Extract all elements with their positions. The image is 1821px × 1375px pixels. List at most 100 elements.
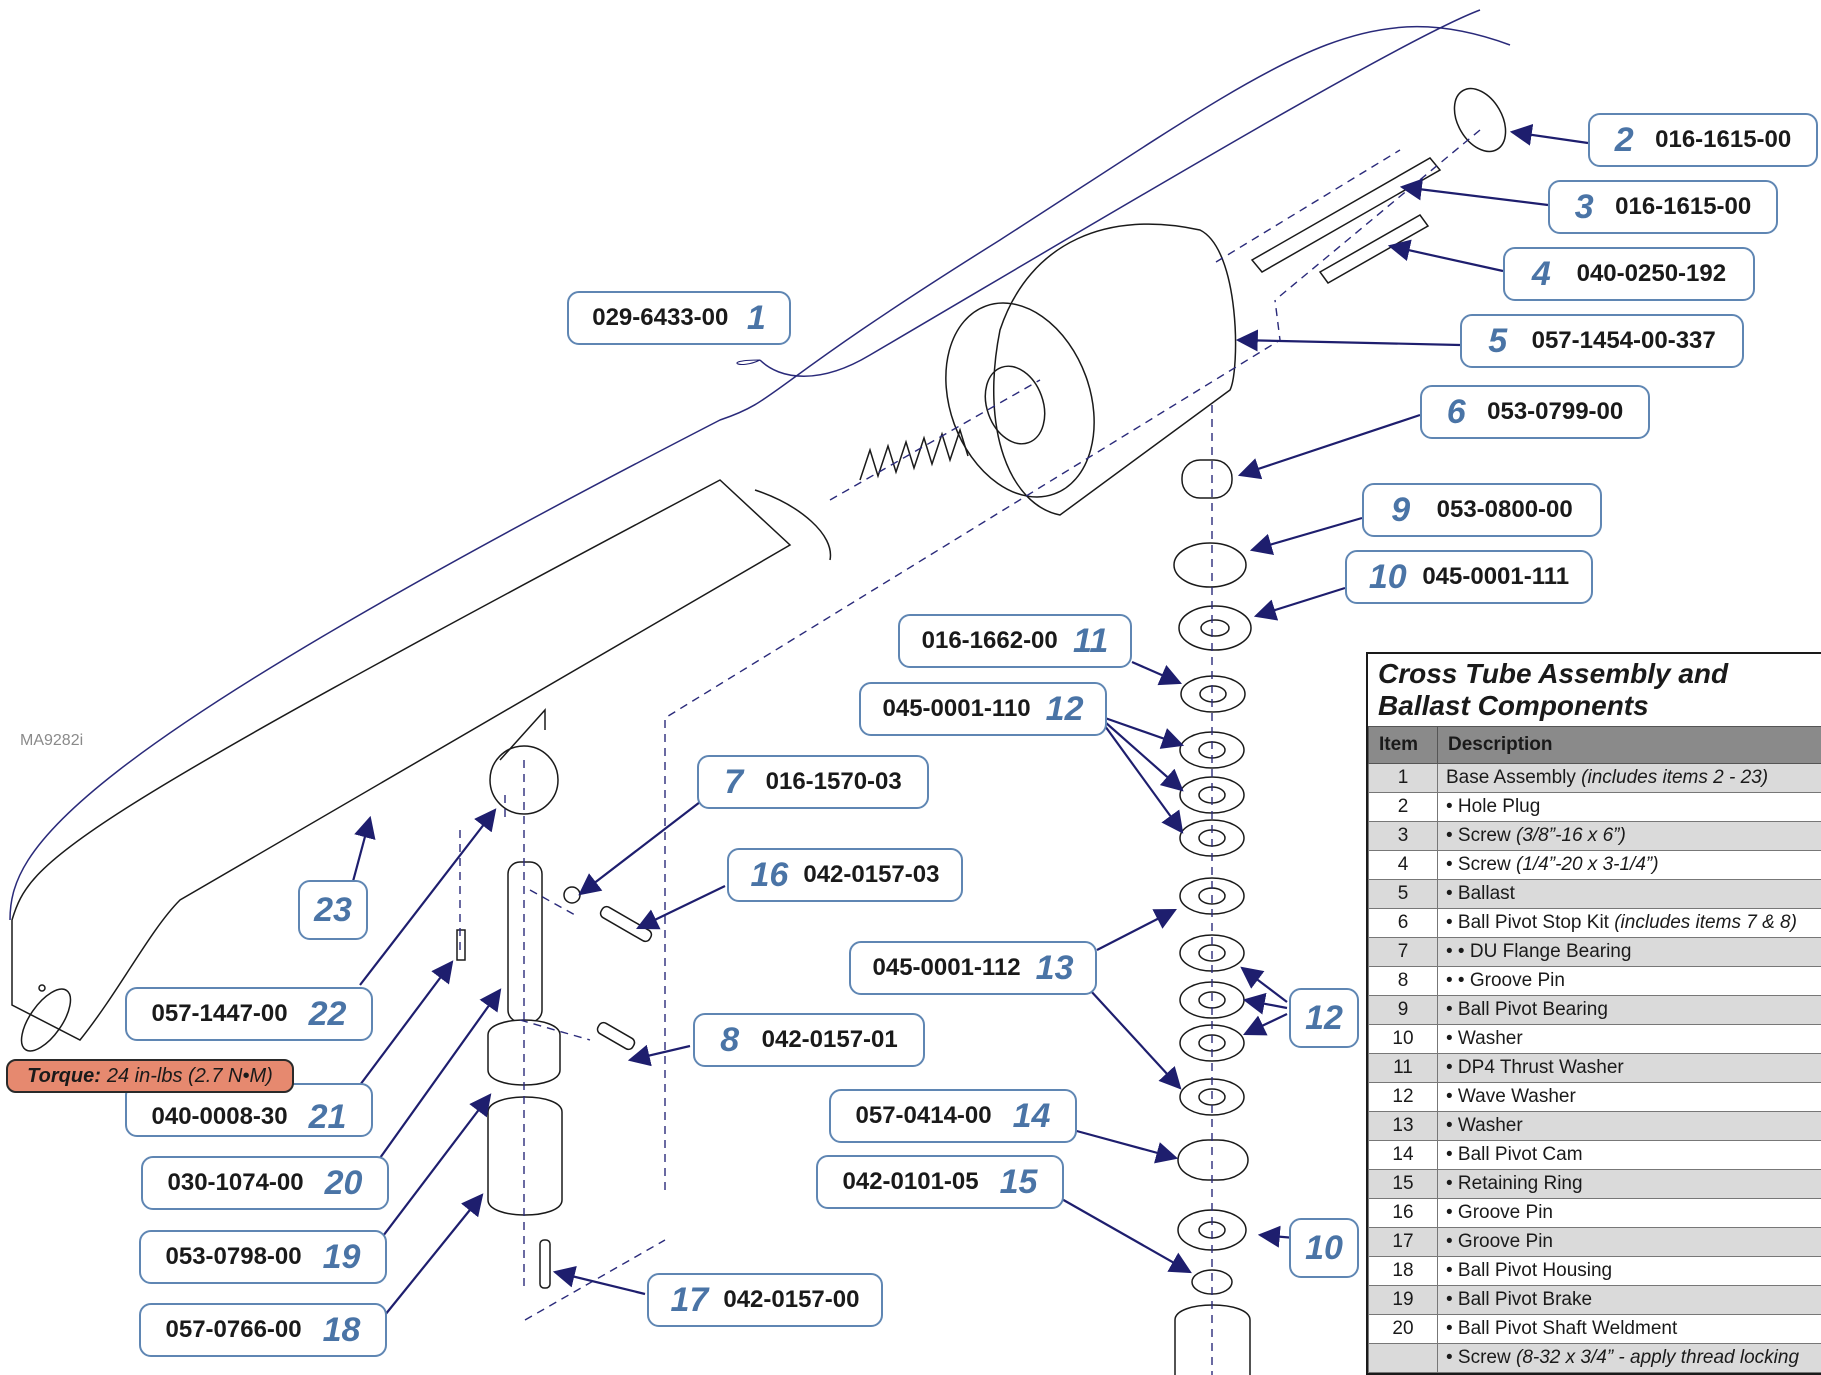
row-description: • Ballast <box>1437 879 1821 909</box>
callout-item-3: 3 016-1615-00 <box>1548 180 1778 234</box>
row-item-number: 8 <box>1368 966 1438 996</box>
description-text: • Screw <box>1446 854 1516 875</box>
row-item-number: 13 <box>1368 1111 1438 1141</box>
table-row: 5• Ballast <box>1368 879 1821 909</box>
callout-part-number: 016-1615-00 <box>1655 126 1792 153</box>
table-row: 20• Ball Pivot Shaft Weldment <box>1368 1314 1821 1344</box>
description-note: (includes items 2 - 23) <box>1581 767 1769 788</box>
callout-item-number: 13 <box>1035 948 1074 987</box>
row-description: • Ball Pivot Bearing <box>1437 995 1821 1025</box>
callout-item-number: 19 <box>322 1237 361 1276</box>
table-row: 6• Ball Pivot Stop Kit (includes items 7… <box>1368 908 1821 938</box>
cross-tube-outline <box>11 479 792 1041</box>
row-description: • Wave Washer <box>1437 1082 1821 1112</box>
callout-item-number: 5 <box>1488 321 1508 360</box>
description-note: (1/4”-20 x 3-1/4”) <box>1516 854 1659 875</box>
callout-part-number: 057-1454-00-337 <box>1531 327 1716 354</box>
row-description: • Ball Pivot Brake <box>1437 1285 1821 1315</box>
row-item-number: 10 <box>1368 1024 1438 1054</box>
table-row: 19• Ball Pivot Brake <box>1368 1285 1821 1315</box>
callout-item-2: 2 016-1615-00 <box>1588 113 1818 167</box>
callout-item-7: 7 016-1570-03 <box>697 755 929 809</box>
callout-item-number: 4 <box>1531 254 1551 293</box>
row-item-number: 1 <box>1368 763 1438 793</box>
callout-part-number: 016-1662-00 <box>921 627 1058 654</box>
row-description: • Ball Pivot Stop Kit (includes items 7 … <box>1437 908 1821 938</box>
callout-item-number: 3 <box>1574 187 1594 226</box>
table-row: 13• Washer <box>1368 1111 1821 1141</box>
description-text: • Ball Pivot Bearing <box>1446 999 1608 1020</box>
row-item-number: 3 <box>1368 821 1438 851</box>
table-row: 17 • Groove Pin <box>1368 1227 1821 1257</box>
callout-item-number: 23 <box>314 890 352 929</box>
callout-part-number: 042-0157-00 <box>723 1286 860 1313</box>
description-note: (includes items 7 & 8) <box>1614 912 1797 933</box>
description-text: • Groove Pin <box>1446 1231 1553 1252</box>
row-item-number: 5 <box>1368 879 1438 909</box>
row-description: • • DU Flange Bearing <box>1437 937 1821 967</box>
callout-item-4: 4 040-0250-192 <box>1503 247 1755 301</box>
row-description: • Retaining Ring <box>1437 1169 1821 1199</box>
table-row: 10• Washer <box>1368 1024 1821 1054</box>
column-header-description: Description <box>1437 726 1821 764</box>
description-text: • Ball Pivot Stop Kit <box>1446 912 1615 933</box>
table-title-line-2: Ballast Components <box>1378 690 1649 721</box>
callout-item-number: 18 <box>322 1310 361 1349</box>
column-header-item: Item <box>1368 726 1438 764</box>
callout-part-number: 057-1447-00 <box>151 1000 288 1027</box>
table-row: 3• Screw (3/8”-16 x 6”) <box>1368 821 1821 851</box>
callout-item-12: 045-0001-110 12 <box>859 682 1107 736</box>
callout-part-number: 029-6433-00 <box>592 304 729 331</box>
row-item-number: 12 <box>1368 1082 1438 1112</box>
table-row: 14• Ball Pivot Cam <box>1368 1140 1821 1170</box>
callout-item-number: 7 <box>724 762 744 801</box>
description-text: • Screw <box>1446 1347 1516 1368</box>
callout-item-15: 042-0101-05 15 <box>816 1155 1064 1209</box>
callout-item-number: 11 <box>1073 621 1109 660</box>
callout-part-number: 016-1615-00 <box>1615 193 1752 220</box>
table-row: 7• • DU Flange Bearing <box>1368 937 1821 967</box>
table-row: 9 • Ball Pivot Bearing <box>1368 995 1821 1025</box>
row-description: • DP4 Thrust Washer <box>1437 1053 1821 1083</box>
row-item-number: 9 <box>1368 995 1438 1025</box>
row-item-number: 11 <box>1368 1053 1438 1083</box>
row-item-number: 18 <box>1368 1256 1438 1286</box>
table-row: 15• Retaining Ring <box>1368 1169 1821 1199</box>
callout-item-18: 057-0766-00 18 <box>139 1303 387 1357</box>
callout-part-number: 040-0008-30 <box>151 1103 288 1130</box>
description-note: (8-32 x 3/4” - apply thread locking <box>1516 1347 1800 1368</box>
description-text: • Hole Plug <box>1446 796 1541 817</box>
callout-item-number: 12 <box>1305 998 1343 1037</box>
row-description: • Groove Pin <box>1437 1227 1821 1257</box>
callout-item-9: 9 053-0800-00 <box>1362 483 1602 537</box>
row-description: • Screw (1/4”-20 x 3-1/4”) <box>1437 850 1821 880</box>
callout-item-number: 14 <box>1012 1096 1051 1135</box>
description-text: • • Groove Pin <box>1446 970 1565 991</box>
callout-item-number: 20 <box>324 1163 363 1202</box>
torque-note: Torque: 24 in-lbs (2.7 N•M) <box>6 1059 294 1093</box>
callout-item-14: 057-0414-00 14 <box>829 1089 1077 1143</box>
row-item-number: 17 <box>1368 1227 1438 1257</box>
row-description: • Screw (8-32 x 3/4” - apply thread lock… <box>1437 1343 1821 1373</box>
description-text: • Screw <box>1446 825 1516 846</box>
table-title: Cross Tube Assembly and Ballast Componen… <box>1368 654 1821 726</box>
row-description: • Hole Plug <box>1437 792 1821 822</box>
row-item-number: 20 <box>1368 1314 1438 1344</box>
table-row: 4• Screw (1/4”-20 x 3-1/4”) <box>1368 850 1821 880</box>
description-text: Base Assembly <box>1446 767 1582 788</box>
row-item-number: 19 <box>1368 1285 1438 1315</box>
row-item-number: 2 <box>1368 792 1438 822</box>
callout-item-number: 16 <box>750 855 789 894</box>
row-description: • Groove Pin <box>1437 1198 1821 1228</box>
callout-part-number: 053-0800-00 <box>1436 496 1573 523</box>
callout-item-23: 23 <box>298 880 368 940</box>
callout-part-number: 040-0250-192 <box>1576 260 1727 287</box>
ballast-cylinder <box>945 223 1237 516</box>
row-description: • Ball Pivot Cam <box>1437 1140 1821 1170</box>
callout-item-12-repeat: 12 <box>1289 988 1359 1048</box>
row-item-number: 14 <box>1368 1140 1438 1170</box>
row-item-number: 15 <box>1368 1169 1438 1199</box>
row-item-number: 16 <box>1368 1198 1438 1228</box>
callout-item-22: 057-1447-00 22 <box>125 987 373 1041</box>
